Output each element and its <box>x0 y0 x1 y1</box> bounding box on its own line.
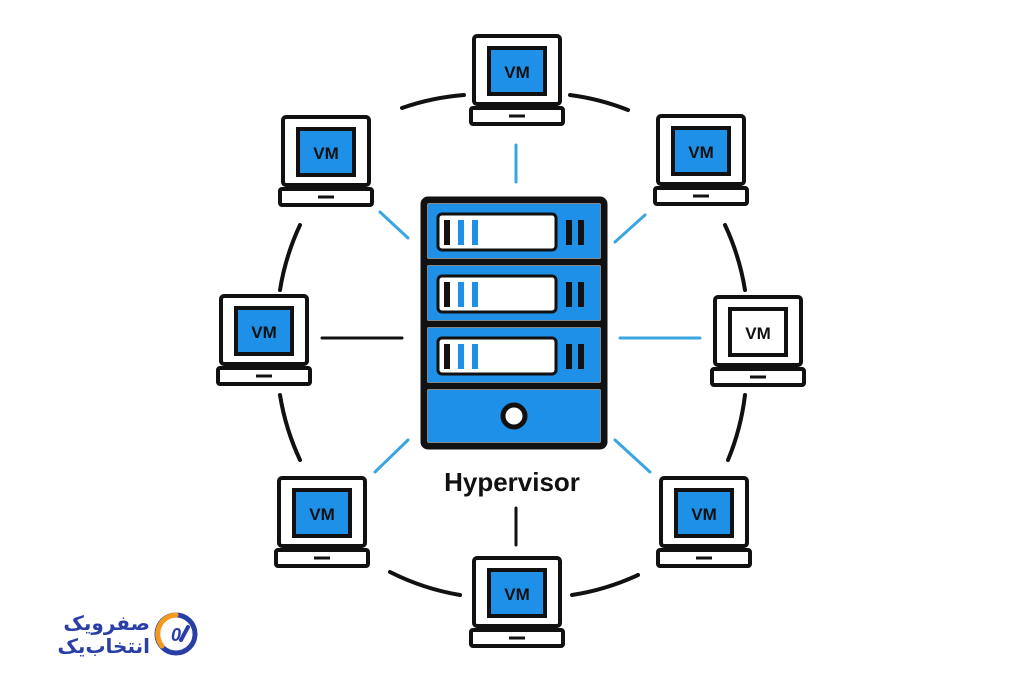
vm-node-bottom: VM <box>469 556 565 648</box>
laptop-display <box>292 488 352 538</box>
spoke-bottom-left <box>373 438 410 474</box>
hypervisor-label: Hypervisor <box>444 467 580 497</box>
vm-nodes: VM VM VM VM VM VM VM VM <box>216 34 806 648</box>
vm-label: VM <box>745 324 771 343</box>
vm-node-bottom-left: VM <box>274 476 370 568</box>
svg-text:0: 0 <box>171 625 181 645</box>
spoke-top-left <box>378 210 410 240</box>
server-icon <box>420 196 608 450</box>
laptop-display <box>671 126 731 176</box>
vm-label: VM <box>688 143 714 162</box>
vm-label: VM <box>504 585 530 604</box>
brand-line-1: صفرویک <box>63 611 150 635</box>
laptop-display <box>674 488 734 538</box>
vm-label: VM <box>504 63 530 82</box>
vm-label: VM <box>309 505 335 524</box>
vm-node-bottom-right: VM <box>656 476 752 568</box>
vm-node-left: VM <box>216 294 312 386</box>
laptop-display <box>296 127 356 177</box>
spoke-top-right <box>613 213 647 244</box>
vm-label: VM <box>691 505 717 524</box>
vm-node-top: VM <box>469 34 565 126</box>
ring <box>278 93 747 597</box>
brand-line-2: انتخاب‌یک <box>57 634 150 658</box>
spokes <box>320 143 702 547</box>
laptop-display <box>728 307 788 357</box>
laptop-display <box>234 306 294 356</box>
vm-node-top-left: VM <box>278 115 374 207</box>
brand-mark-icon: 0 <box>154 612 198 656</box>
vm-node-right: VM <box>710 295 806 387</box>
vm-label: VM <box>251 323 277 342</box>
vm-node-top-right: VM <box>653 114 749 206</box>
laptop-display <box>487 568 547 618</box>
spoke-bottom-right <box>613 438 652 474</box>
brand-name: صفرویک انتخاب‌یک <box>57 612 150 658</box>
vm-label: VM <box>313 144 339 163</box>
laptop-display <box>487 46 547 96</box>
brand-logo: صفرویک انتخاب‌یک 0 <box>30 608 200 668</box>
